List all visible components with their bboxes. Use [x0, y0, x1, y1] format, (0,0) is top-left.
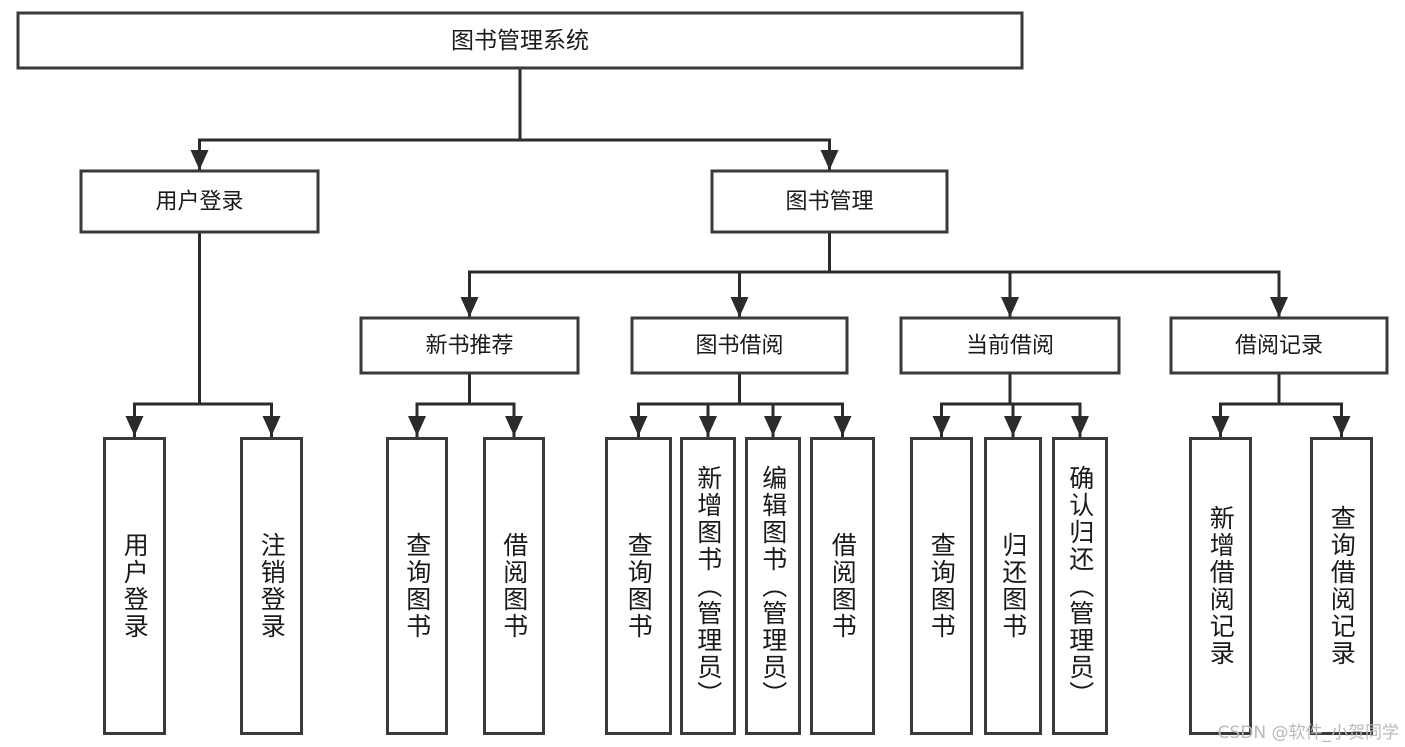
leaf-node-label: 查询图书	[624, 532, 654, 640]
node-label: 新书推荐	[425, 334, 513, 359]
leaf-node-7[interactable]: 借阅图书	[810, 437, 875, 735]
arrow-head-icon	[1270, 297, 1288, 317]
arrow-head-icon	[1211, 416, 1230, 436]
leaf-node-label: 查询借阅记录	[1327, 505, 1357, 667]
arrow-head-icon	[460, 297, 479, 317]
leaf-node-1[interactable]: 注销登录	[240, 437, 303, 735]
leaf-node-12[interactable]: 查询借阅记录	[1310, 437, 1373, 735]
leaf-node-2[interactable]: 查询图书	[386, 437, 448, 735]
leaf-node-0[interactable]: 用户登录	[103, 437, 166, 735]
node-label: 当前借阅	[966, 334, 1054, 359]
arrow-head-icon	[1004, 416, 1022, 436]
leaf-node-label: 归还图书	[998, 532, 1028, 640]
arrow-head-icon	[262, 416, 281, 436]
node-label: 用户登录	[155, 190, 243, 215]
node-level1-1[interactable]: 图书管理	[710, 169, 949, 234]
node-level1-0[interactable]: 用户登录	[79, 169, 320, 234]
leaf-node-label: 借阅图书	[828, 532, 858, 640]
arrow-head-icon	[190, 150, 209, 170]
arrow-head-icon	[730, 297, 749, 317]
arrow-head-icon	[1071, 416, 1089, 436]
arrow-head-icon	[764, 416, 782, 436]
arrow-head-icon	[820, 150, 839, 170]
leaf-node-3[interactable]: 借阅图书	[483, 437, 545, 735]
arrow-head-icon	[629, 416, 648, 436]
leaf-node-label: 查询图书	[402, 532, 432, 640]
node-rect	[630, 316, 849, 375]
arrow-head-icon	[699, 416, 717, 436]
leaf-node-6[interactable]: 编辑图书（管理员）	[745, 437, 801, 735]
arrow-head-icon	[505, 416, 523, 436]
node-rect	[1169, 316, 1389, 375]
leaf-node-label: 编辑图书（管理员）	[758, 464, 788, 708]
leaf-node-label: 新增借阅记录	[1206, 505, 1236, 667]
node-label: 图书管理	[785, 190, 873, 215]
connector-lines	[125, 66, 1351, 438]
leaf-node-9[interactable]: 归还图书	[984, 437, 1042, 735]
node-level2-0[interactable]: 新书推荐	[359, 316, 580, 375]
node-rect	[899, 316, 1121, 375]
arrow-head-icon	[833, 416, 852, 436]
node-rect	[710, 169, 949, 234]
node-root-0[interactable]: 图书管理系统	[16, 11, 1024, 70]
leaf-node-5[interactable]: 新增图书（管理员）	[680, 437, 736, 735]
node-rect	[359, 316, 580, 375]
node-label: 借阅记录	[1235, 334, 1323, 359]
node-rect	[79, 169, 320, 234]
leaf-node-11[interactable]: 新增借阅记录	[1189, 437, 1252, 735]
arrow-head-icon	[125, 416, 144, 436]
leaf-node-label: 注销登录	[257, 532, 287, 640]
node-label: 图书管理系统	[451, 28, 589, 54]
node-label: 图书借阅	[695, 334, 783, 359]
leaf-node-label: 新增图书（管理员）	[693, 464, 723, 708]
leaf-node-8[interactable]: 查询图书	[910, 437, 973, 735]
node-level2-1[interactable]: 图书借阅	[630, 316, 849, 375]
leaf-node-label: 借阅图书	[499, 532, 529, 640]
leaf-node-label: 用户登录	[120, 532, 150, 640]
leaf-node-label: 查询图书	[927, 532, 957, 640]
leaf-node-4[interactable]: 查询图书	[605, 437, 672, 735]
node-level2-2[interactable]: 当前借阅	[899, 316, 1121, 375]
arrow-head-icon	[1332, 416, 1351, 436]
arrow-head-icon	[1001, 297, 1019, 317]
leaf-node-10[interactable]: 确认归还（管理员）	[1052, 437, 1108, 735]
arrow-head-icon	[408, 416, 426, 436]
node-rect	[16, 11, 1024, 70]
node-level2-3[interactable]: 借阅记录	[1169, 316, 1389, 375]
leaf-node-label: 确认归还（管理员）	[1065, 464, 1095, 708]
arrow-head-icon	[932, 416, 951, 436]
watermark-text: CSDN @软件_小贺同学	[1217, 723, 1399, 743]
